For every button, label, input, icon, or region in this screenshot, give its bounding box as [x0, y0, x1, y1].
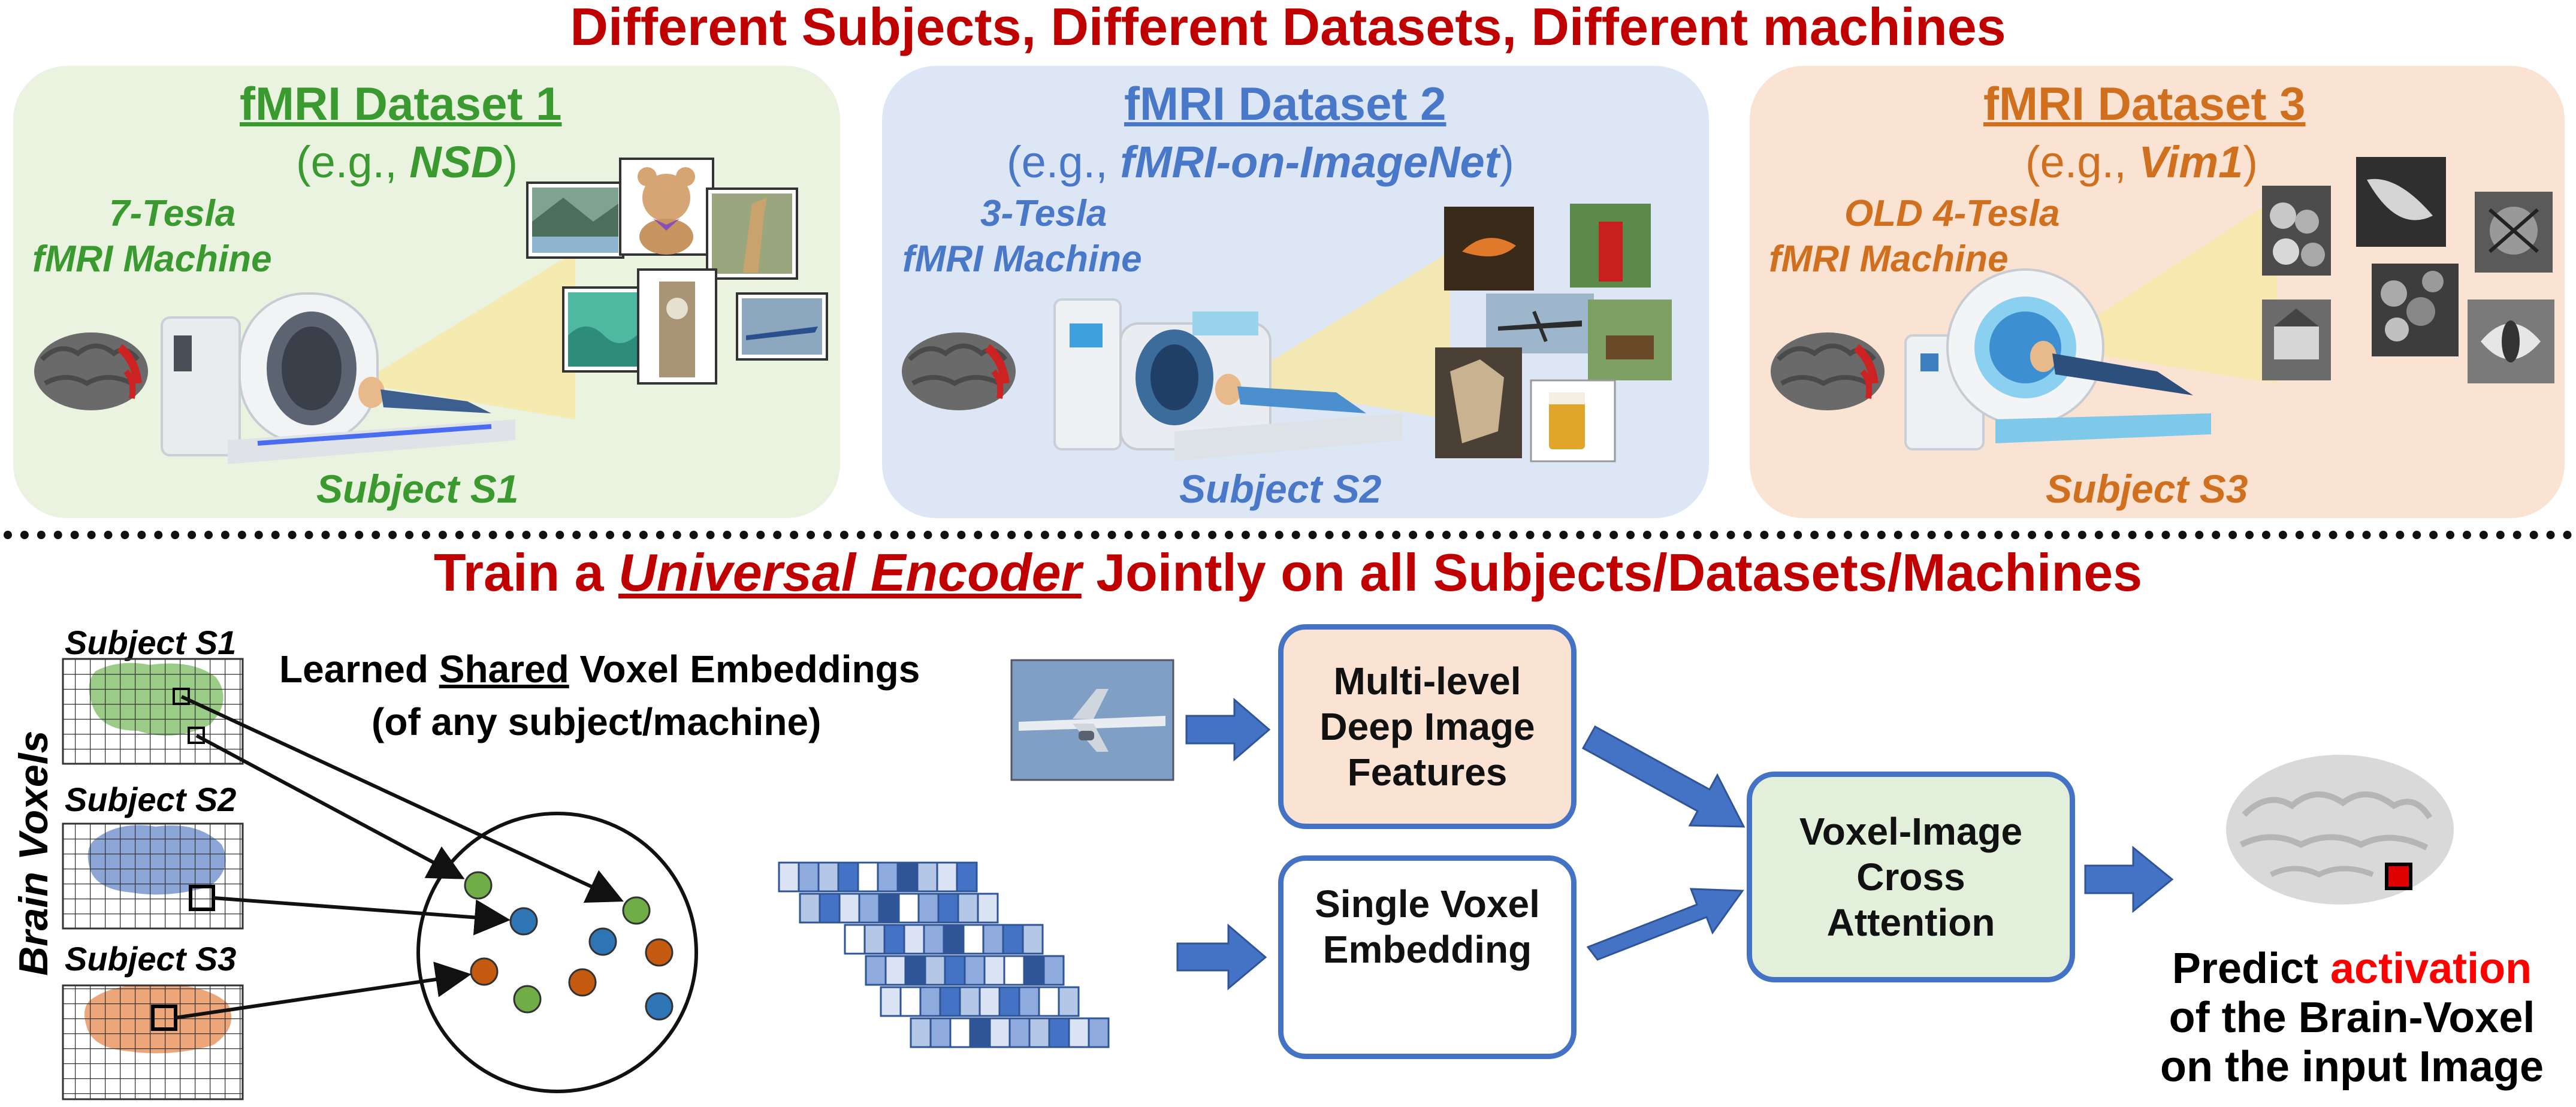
stimulus-images-2	[1435, 204, 1672, 462]
voxel-subject-1-label: Subject S1	[65, 624, 237, 661]
voxel-subject-3-label: Subject S3	[65, 940, 237, 978]
dataset-3-machine-line2: fMRI Machine	[1769, 238, 2009, 280]
dataset-1-example-prefix: (e.g.,	[296, 137, 410, 187]
projection-beam-2	[1234, 252, 1450, 419]
single-voxel-embedding-label: Single Voxel Embedding	[1315, 882, 1540, 971]
embeddings-label-underlined: Shared	[439, 648, 569, 691]
dataset-2-example-suffix: )	[1499, 137, 1514, 187]
deep-image-features-box: Multi-level Deep Image Features	[1278, 624, 1577, 829]
stimulus-images-1	[526, 158, 828, 385]
dataset-2-example: (e.g., fMRI-on-ImageNet)	[1007, 137, 1514, 187]
prediction-line1: Predict activation	[2133, 944, 2571, 993]
arrow-features-to-cross	[1581, 725, 1745, 828]
dataset-3-example-prefix: (e.g.,	[2025, 137, 2139, 187]
embedding-dots	[464, 871, 674, 1021]
bottom-title: Train a Universal Encoder Jointly on all…	[0, 542, 2576, 603]
dataset-1-subject: Subject S1	[316, 467, 519, 511]
arrow-image-to-features	[1185, 697, 1271, 762]
section-divider	[4, 531, 2572, 539]
dataset-3-example: (e.g., Vim1)	[2025, 137, 2258, 187]
dataset-2-machine-line2: fMRI Machine	[902, 238, 1142, 280]
dataset-1-machine-line2: fMRI Machine	[32, 238, 272, 280]
brain-icon-1	[34, 332, 148, 410]
dataset-2-subject: Subject S2	[1179, 467, 1382, 511]
dataset-2-example-name: fMRI-on-ImageNet	[1120, 137, 1500, 187]
projection-beam-1	[360, 252, 575, 419]
cross-attention-box: Voxel-Image Cross Attention	[1747, 772, 2075, 982]
output-brain-icon	[2226, 755, 2454, 905]
dataset-1-example-suffix: )	[503, 137, 518, 187]
dataset-3-subject: Subject S3	[2046, 467, 2248, 511]
dataset-2-machine-line1: 3-Tesla	[980, 193, 1107, 234]
cross-attention-label: Voxel-Image Cross Attention	[1799, 810, 2023, 944]
arrow-embeddings-to-single	[1176, 923, 1267, 991]
voxel-grid-s2	[62, 822, 244, 930]
scanner-icon-1	[161, 292, 515, 464]
voxel-grid-s3	[62, 984, 244, 1100]
brain-icon-3	[1771, 332, 1885, 410]
dataset-3-machine-line1: OLD 4-Tesla	[1844, 193, 2060, 234]
dataset-2-example-prefix: (e.g.,	[1007, 137, 1121, 187]
dataset-1-example-name: NSD	[409, 137, 503, 187]
dataset-panels-artwork	[34, 157, 2554, 464]
dataset-1-machine-line1: 7-Tesla	[109, 193, 236, 234]
flow-arrows	[1176, 697, 2174, 991]
embeddings-label-line2: (of any subject/machine)	[372, 700, 822, 743]
dataset-2-title: fMRI Dataset 2	[1124, 77, 1446, 130]
bottom-title-prefix: Train a	[433, 543, 619, 602]
dataset-3-title: fMRI Dataset 3	[1983, 77, 2306, 130]
deep-image-features-label: Multi-level Deep Image Features	[1319, 660, 1535, 794]
embeddings-label-line1: Learned Shared Voxel Embeddings	[279, 647, 920, 691]
brain-icon-2	[902, 332, 1016, 410]
dataset-3-example-name: Vim1	[2139, 137, 2243, 187]
predicted-voxel-marker	[2385, 863, 2412, 890]
mapping-arrows	[175, 695, 624, 1020]
embeddings-label-prefix: Learned	[279, 648, 439, 691]
embedding-space-circle	[416, 812, 698, 1093]
arrow-single-to-cross	[1586, 888, 1744, 961]
dataset-1-title: fMRI Dataset 1	[240, 77, 562, 130]
input-image-airplane	[1010, 659, 1174, 781]
scanner-icon-3	[1904, 268, 2211, 450]
single-voxel-embedding-box: Single Voxel Embedding	[1278, 855, 1577, 1059]
scanner-icon-2	[1053, 298, 1402, 461]
dataset-3-example-suffix: )	[2243, 137, 2258, 187]
prediction-line3: on the input Image	[2160, 1043, 2544, 1091]
arrow-cross-to-prediction	[2084, 845, 2174, 914]
projection-beam-3	[2049, 198, 2277, 383]
bottom-title-emphasis: Universal Encoder	[618, 543, 1082, 602]
prediction-highlight: activation	[2330, 945, 2532, 993]
embeddings-label-suffix: Voxel Embeddings	[569, 648, 920, 691]
stacked-voxel-embeddings	[778, 861, 1110, 1048]
top-title: Different Subjects, Different Datasets, …	[570, 0, 2006, 56]
prediction-line2: of the Brain-Voxel	[2169, 994, 2535, 1042]
stimulus-images-3	[2262, 157, 2554, 383]
prediction-prefix: Predict	[2172, 945, 2330, 993]
bottom-title-suffix: Jointly on all Subjects/Datasets/Machine…	[1081, 543, 2143, 602]
dataset-1-example: (e.g., NSD)	[296, 137, 518, 187]
voxel-subject-2-label: Subject S2	[65, 781, 237, 818]
